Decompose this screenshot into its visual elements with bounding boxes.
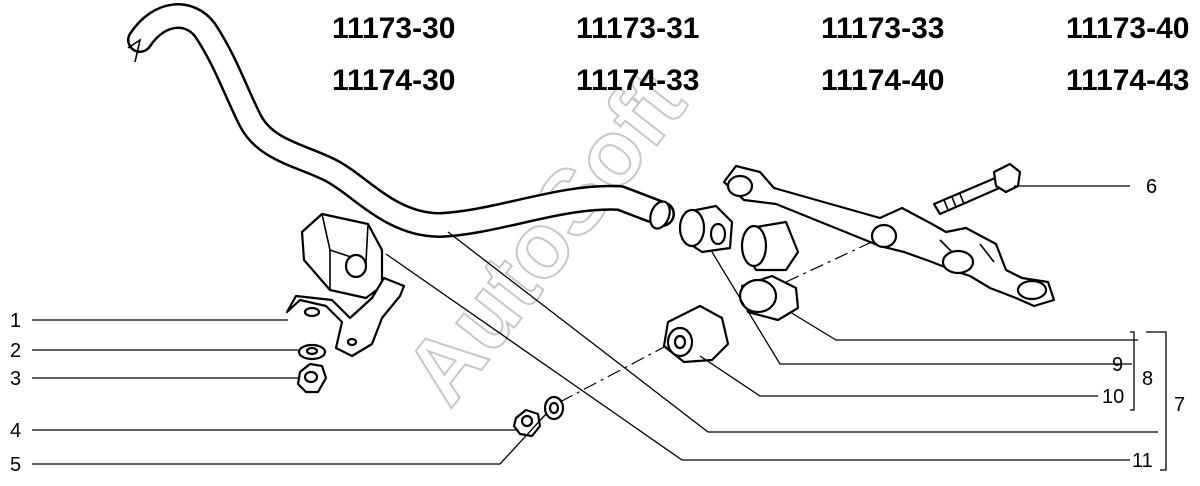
part-codes: 11173-30 11173-31 11173-33 11173-40 1117… bbox=[332, 12, 1189, 97]
callout-10: 10 bbox=[1102, 386, 1124, 408]
callout-4: 4 bbox=[10, 420, 21, 442]
callout-9: 9 bbox=[1112, 354, 1123, 376]
callout-11: 11 bbox=[1132, 450, 1153, 472]
part-code-r2-c4: 11174-43 bbox=[1066, 64, 1189, 97]
bar-end-bushing bbox=[678, 204, 734, 254]
part-code-r1-c4: 11173-40 bbox=[1066, 12, 1189, 45]
rubber-bushing-large bbox=[662, 304, 730, 364]
callout-2: 2 bbox=[10, 340, 21, 362]
part-code-r2-c3: 11174-40 bbox=[821, 64, 944, 97]
leader-lines bbox=[32, 185, 1167, 471]
part-code-r1-c1: 11173-30 bbox=[332, 12, 455, 45]
callout-numbers: 1 2 3 4 5 6 7 8 9 10 11 bbox=[10, 176, 1185, 476]
callout-1: 1 bbox=[10, 310, 21, 332]
part-code-r1-c3: 11173-33 bbox=[821, 12, 944, 45]
part-code-r2-c1: 11174-30 bbox=[332, 64, 455, 97]
axis-line-1 bbox=[559, 345, 667, 403]
callout-8: 8 bbox=[1142, 368, 1153, 390]
callout-6: 6 bbox=[1146, 176, 1157, 198]
part-code-r1-c2: 11173-31 bbox=[576, 12, 699, 45]
washer-part-5 bbox=[543, 395, 565, 421]
watermark-text: AutoSoft bbox=[385, 54, 704, 423]
axis-line-2 bbox=[785, 239, 877, 283]
callout-5: 5 bbox=[10, 454, 21, 476]
nut-part-3 bbox=[296, 362, 328, 394]
part-code-r2-c2: 11174-33 bbox=[576, 64, 699, 97]
bracket-with-bushing bbox=[285, 212, 406, 358]
arm-bushing-upper bbox=[740, 220, 800, 272]
bolt-part-6 bbox=[932, 162, 1022, 216]
control-arm bbox=[722, 164, 1056, 308]
callout-7: 7 bbox=[1174, 394, 1185, 416]
washer-part-2 bbox=[297, 343, 327, 361]
stabilizer-bar bbox=[127, 3, 675, 238]
callout-3: 3 bbox=[10, 368, 21, 390]
nut-part-4 bbox=[512, 408, 542, 438]
